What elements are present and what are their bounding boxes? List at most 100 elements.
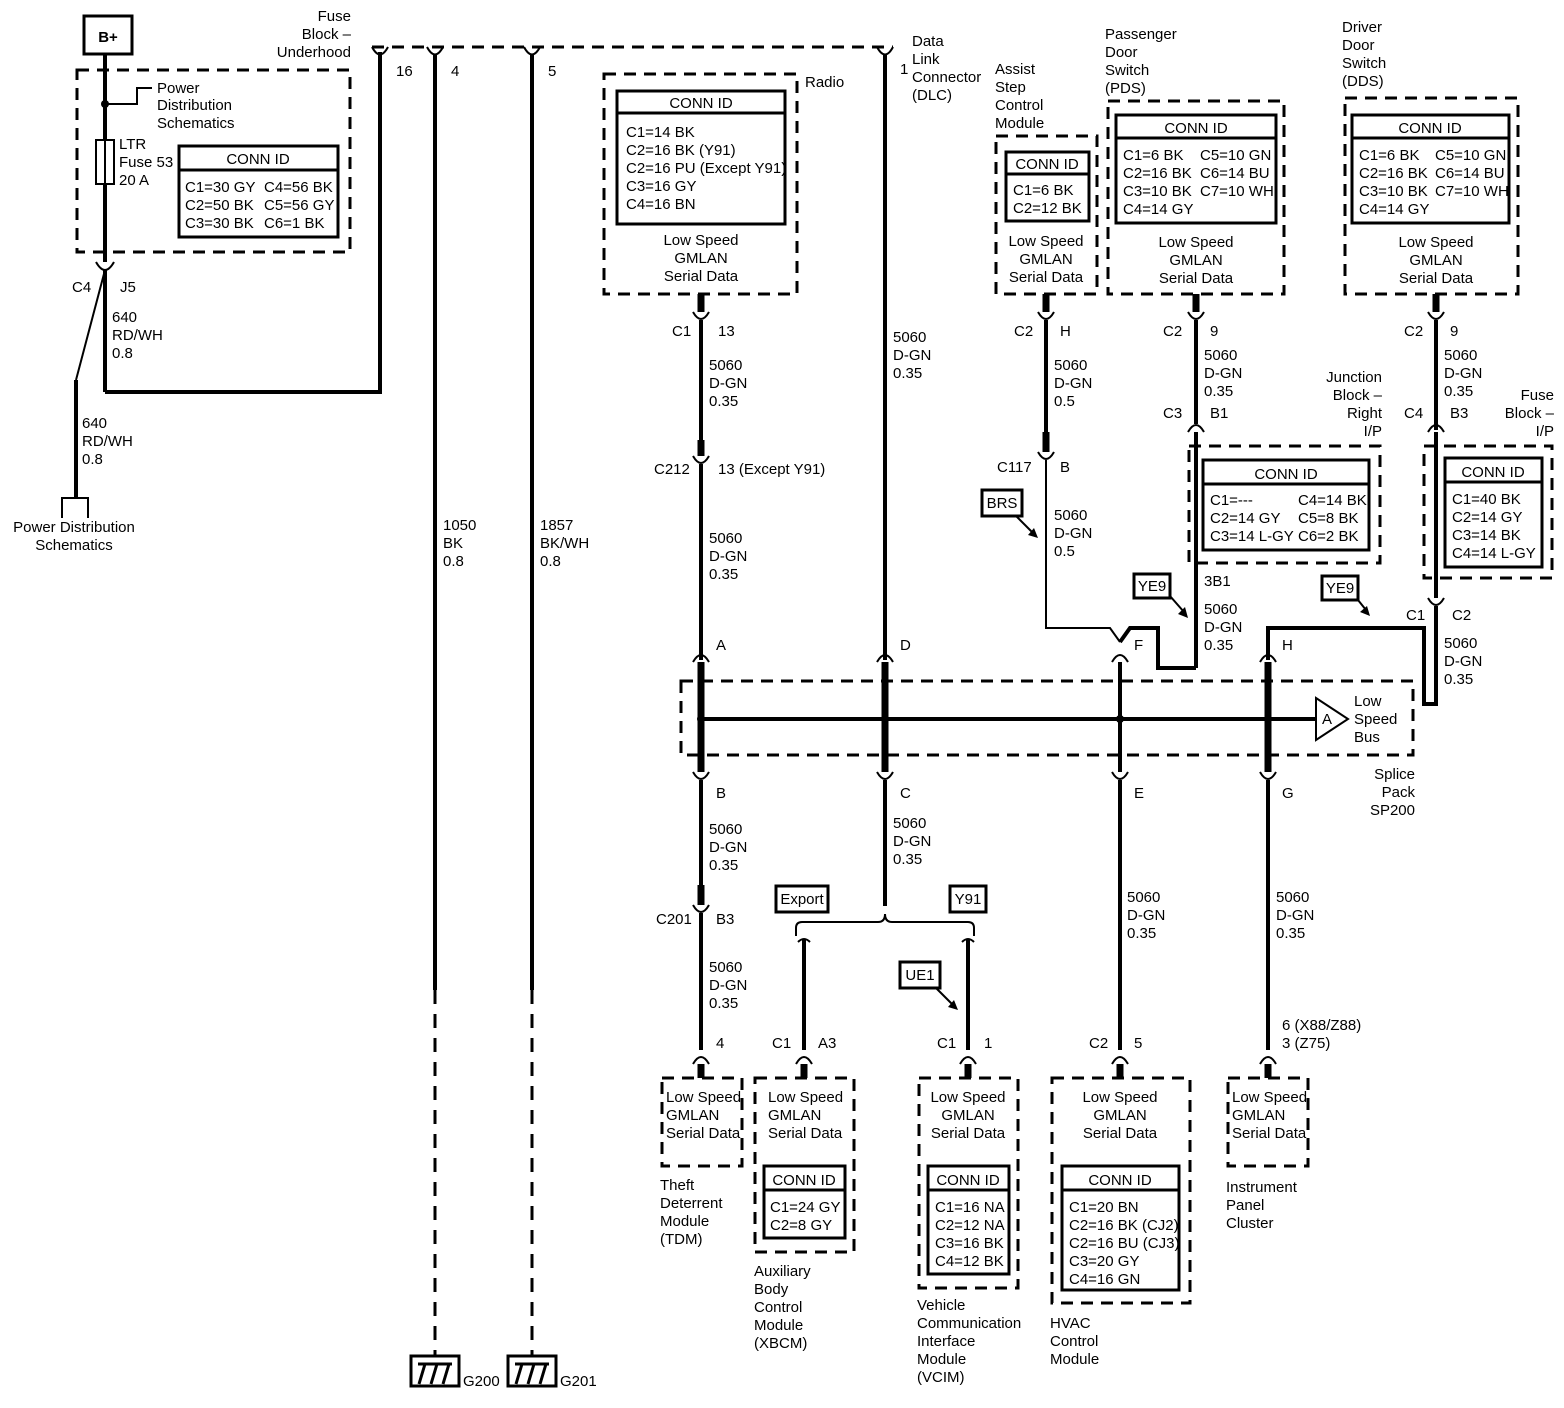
svg-text:5060: 5060 [1204,347,1237,364]
svg-text:Control: Control [754,1299,802,1316]
svg-text:5060: 5060 [709,530,742,547]
ye9-label-a: YE9 [1138,578,1166,595]
svg-text:C1=40 BK: C1=40 BK [1452,491,1521,508]
svg-text:Block –: Block – [1333,387,1383,404]
svg-text:0.8: 0.8 [443,553,464,570]
svg-text:Passenger: Passenger [1105,26,1177,43]
ue1-label: UE1 [905,967,934,984]
svg-text:C3=16 GY: C3=16 GY [626,178,696,195]
svg-text:5060: 5060 [709,821,742,838]
svg-text:640: 640 [112,309,137,326]
svg-text:Right: Right [1347,405,1383,422]
option-brace [795,913,975,936]
power-distribution-link [105,87,152,105]
svg-text:C1=16 NA: C1=16 NA [935,1199,1005,1216]
svg-text:C1=---: C1=--- [1210,492,1253,509]
svg-text:D-GN: D-GN [709,839,747,856]
c201-connector [692,904,710,913]
svg-text:Low Speed: Low Speed [666,1089,741,1106]
fuse-ip-wire-label: 5060 D-GN 0.35 [1444,635,1482,688]
radio-pin-label: 13 [718,323,735,340]
svg-text:D-GN: D-GN [893,347,931,364]
svg-text:GMLAN: GMLAN [1019,251,1072,268]
svg-text:C6=1 BK: C6=1 BK [264,215,324,232]
svg-text:C2=16 BK (Y91): C2=16 BK (Y91) [626,142,736,159]
c212-pin-label: 13 (Except Y91) [718,461,825,478]
svg-text:D-GN: D-GN [893,833,931,850]
assist-wire [1045,460,1121,643]
svg-text:D-GN: D-GN [1127,907,1165,924]
xbcm-label: Auxiliary Body Control Module (XBCM) [754,1263,811,1352]
svg-text:GMLAN: GMLAN [1093,1107,1146,1124]
fuse-block-underhood-outline [75,68,352,254]
svg-text:C3=20 GY: C3=20 GY [1069,1253,1139,1270]
fuse-ip-b3-label: B3 [1450,405,1468,422]
svg-text:Pack: Pack [1382,784,1416,801]
svg-text:Door: Door [1105,44,1138,61]
svg-text:C6=14 BU: C6=14 BU [1200,165,1270,182]
svg-text:0.35: 0.35 [709,995,738,1012]
svg-text:CONN ID: CONN ID [1254,466,1318,483]
xbcm-module [753,1076,856,1254]
svg-text:6 (X88/Z88): 6 (X88/Z88) [1282,1017,1361,1034]
svg-text:GMLAN: GMLAN [666,1107,719,1124]
svg-text:GMLAN: GMLAN [674,250,727,267]
svg-text:5060: 5060 [1127,889,1160,906]
splice-pack-label: Splice Pack SP200 [1370,766,1416,819]
xbcm-conn-id: CONN ID C1=24 GY C2=8 GY [762,1164,847,1240]
dlc-wire-label: 5060 D-GN 0.35 [893,329,931,382]
fuse-ip-c4-connector [1427,424,1445,433]
splice-pin-c: C [900,785,911,802]
power-distribution-arrow [61,497,89,518]
svg-text:GMLAN: GMLAN [768,1107,821,1124]
svg-text:Low: Low [1354,693,1382,710]
assist-wire2-label: 5060 D-GN 0.5 [1054,507,1092,560]
radio-gmlan-label: Low Speed GMLAN Serial Data [663,232,738,285]
svg-text:Low Speed: Low Speed [1232,1089,1307,1106]
svg-text:5060: 5060 [1444,635,1477,652]
svg-text:Schematics: Schematics [35,537,113,554]
svg-text:Interface: Interface [917,1333,975,1350]
svg-text:5060: 5060 [893,329,926,346]
dds-wire-label: 5060 D-GN 0.35 [1444,347,1482,400]
svg-text:(DDS): (DDS) [1342,73,1384,90]
svg-text:C1=6 BK: C1=6 BK [1013,182,1073,199]
svg-text:C1=20 BN: C1=20 BN [1069,1199,1139,1216]
svg-text:Communication: Communication [917,1315,1021,1332]
bplus-label: B+ [98,29,118,46]
c212-connector [692,455,710,464]
svg-text:Data: Data [912,33,944,50]
wire-1857-label: 1857 BK/WH 0.8 [540,517,589,570]
dds-gmlan-label: Low Speed GMLAN Serial Data [1398,234,1473,287]
svg-text:D-GN: D-GN [1204,365,1242,382]
pds-gmlan-label: Low Speed GMLAN Serial Data [1158,234,1233,287]
svg-text:0.35: 0.35 [1204,637,1233,654]
svg-text:C3=30 BK: C3=30 BK [185,215,254,232]
svg-text:LTR: LTR [119,136,146,153]
svg-text:Distribution: Distribution [157,97,232,114]
svg-text:(TDM): (TDM) [660,1231,702,1248]
svg-text:Control: Control [995,97,1043,114]
svg-text:BK/WH: BK/WH [540,535,589,552]
svg-text:3 (Z75): 3 (Z75) [1282,1035,1330,1052]
svg-text:0.35: 0.35 [709,393,738,410]
ground-g201-icon [506,1354,558,1388]
pds-conn-id: CONN ID C1=6 BK C5=10 GN C2=16 BK C6=14 … [1114,113,1278,225]
svg-text:Low Speed: Low Speed [663,232,738,249]
svg-text:C2=16 BU (CJ3): C2=16 BU (CJ3) [1069,1235,1179,1252]
svg-text:Low Speed: Low Speed [768,1089,843,1106]
svg-text:1: 1 [900,61,908,78]
vcim-label: Vehicle Communication Interface Module (… [917,1297,1021,1386]
pds-pin-label: 9 [1210,323,1218,340]
svg-text:BK: BK [443,535,463,552]
svg-text:Serial Data: Serial Data [931,1125,1006,1142]
svg-text:0.35: 0.35 [1276,925,1305,942]
svg-text:C5=8 BK: C5=8 BK [1298,510,1358,527]
svg-text:C2=14 GY: C2=14 GY [1452,509,1522,526]
svg-text:Body: Body [754,1281,789,1298]
svg-text:Connector: Connector [912,69,981,86]
svg-text:Serial Data: Serial Data [1232,1125,1307,1142]
svg-text:16: 16 [396,63,413,80]
wire-c-label: 5060 D-GN 0.35 [893,815,931,868]
ye9-label-b: YE9 [1326,580,1354,597]
